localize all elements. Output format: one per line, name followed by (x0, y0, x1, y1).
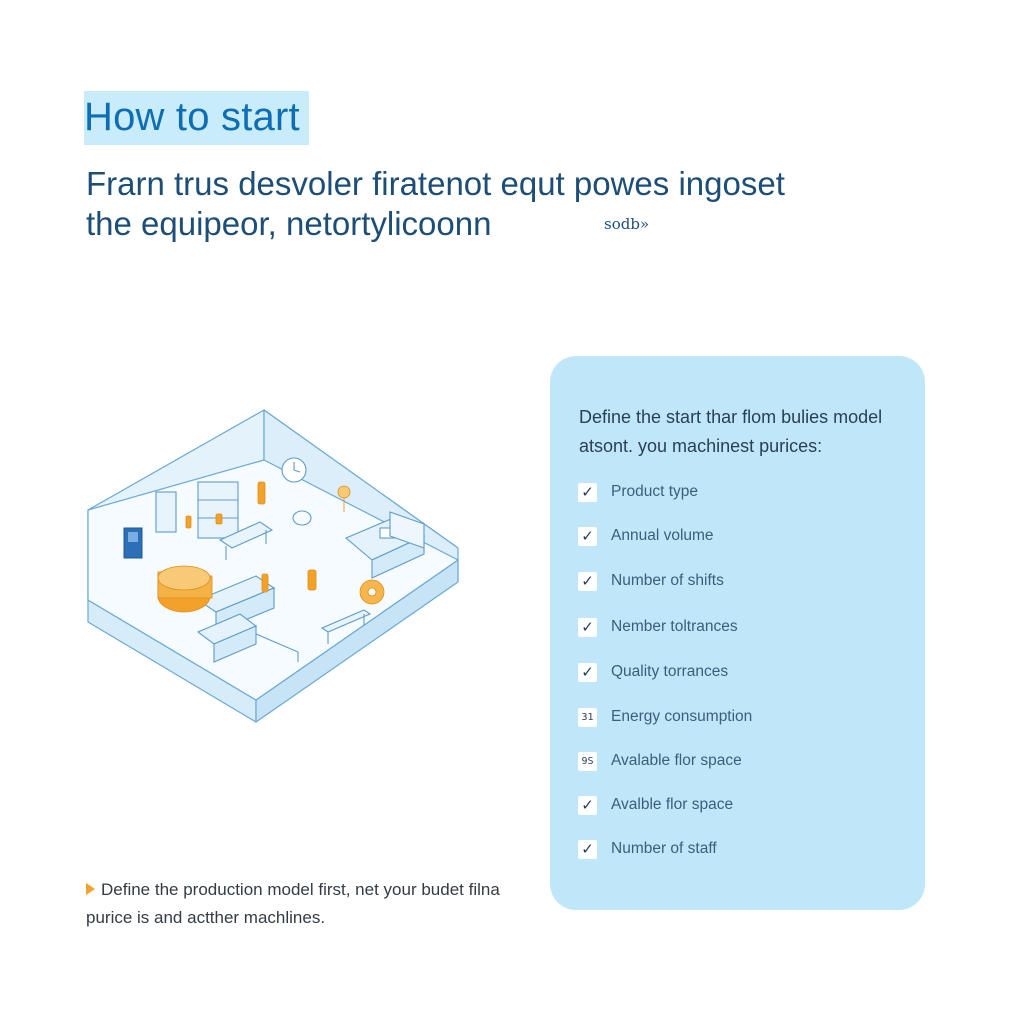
page-subtitle: Frarn trus desvoler firatenot equt powes… (86, 164, 906, 244)
checklist-label: Number of staff (611, 840, 717, 857)
checklist-label: Product type (611, 483, 699, 500)
checklist-label: Avalable flor space (611, 752, 742, 769)
subtitle-line-2: the equipeor, netortylicoonn (86, 205, 492, 242)
checklist-item[interactable]: ✓ Number of shifts (578, 569, 898, 593)
checklist-label: Number of shifts (611, 572, 724, 589)
checkbox-icon[interactable]: ✓ (578, 617, 597, 637)
checkbox-icon[interactable]: ✓ (578, 526, 597, 546)
checklist-label: Annual volume (611, 527, 714, 544)
title-highlight: How to start (84, 91, 309, 145)
read-more-link[interactable]: sodb» (604, 215, 650, 233)
page-title: How to start (84, 95, 300, 139)
checklist-item[interactable]: ✓ Avalble flor space (578, 793, 898, 817)
checkbox-icon[interactable]: ✓ (578, 571, 597, 591)
checkbox-icon[interactable]: 9S (578, 751, 597, 771)
checklist-label: Nember toltrances (611, 618, 738, 635)
checkbox-icon[interactable]: ✓ (578, 839, 597, 859)
checkbox-icon[interactable]: 31 (578, 707, 597, 727)
checklist-label: Avalble flor space (611, 796, 734, 813)
footnote-text: Define the production model first, net y… (86, 880, 500, 927)
checkbox-icon[interactable]: ✓ (578, 662, 597, 682)
checklist-item[interactable]: ✓ Nember toltrances (578, 615, 898, 639)
checklist-item[interactable]: 31 Energy consumption (578, 705, 898, 729)
checkbox-icon[interactable]: ✓ (578, 482, 597, 502)
isometric-factory-floor-icon (87, 409, 459, 723)
checklist-item[interactable]: ✓ Annual volume (578, 524, 898, 548)
checklist-label: Energy consumption (611, 708, 753, 725)
checklist-label: Quality torrances (611, 663, 729, 680)
checkbox-icon[interactable]: ✓ (578, 795, 597, 815)
checklist-item[interactable]: ✓ Number of staff (578, 837, 898, 861)
checklist-item[interactable]: ✓ Product type (578, 480, 898, 504)
subtitle-line-1: Frarn trus desvoler firatenot equt powes… (86, 165, 785, 202)
panel-intro: Define the start thar flom bulies model … (579, 407, 883, 456)
caret-right-icon (86, 883, 95, 895)
footnote: Define the production model first, net y… (86, 876, 506, 932)
checklist-item[interactable]: ✓ Quality torrances (578, 660, 898, 684)
checklist-panel: Define the start thar flom bulies model … (550, 356, 925, 910)
checklist-item[interactable]: 9S Avalable flor space (578, 749, 898, 773)
